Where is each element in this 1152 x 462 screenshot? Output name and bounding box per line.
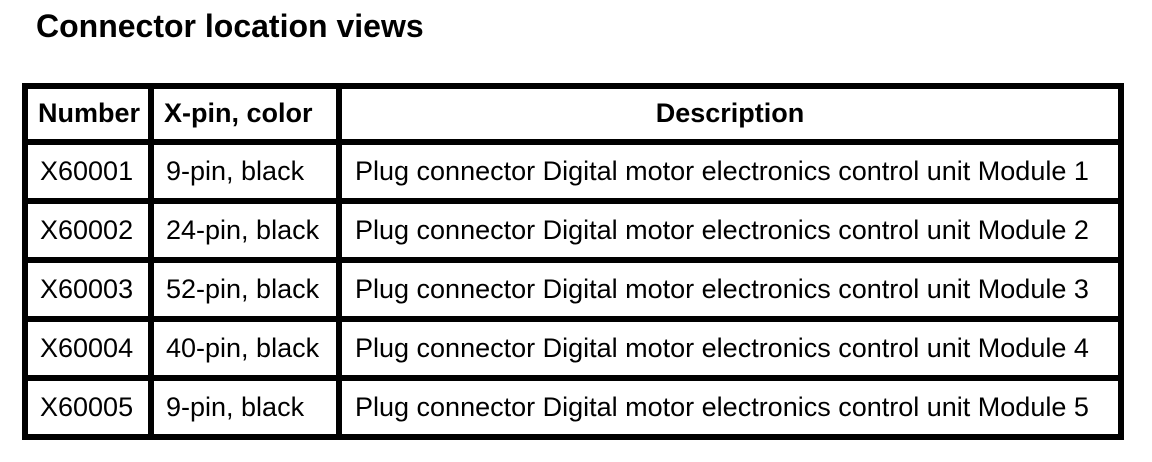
column-header-number: Number — [22, 83, 154, 145]
table-row: X60004 40-pin, black Plug connector Digi… — [22, 316, 1124, 381]
connector-location-table: Number X-pin, color Description X60001 9… — [22, 83, 1124, 440]
cell-number: X60005 — [22, 375, 154, 440]
column-header-pin-color: X-pin, color — [148, 83, 342, 145]
page-title: Connector location views — [36, 8, 424, 44]
cell-pin-color: 40-pin, black — [148, 316, 342, 381]
table-row: X60005 9-pin, black Plug connector Digit… — [22, 375, 1124, 440]
cell-description: Plug connector Digital motor electronics… — [336, 139, 1124, 204]
cell-number: X60002 — [22, 198, 154, 263]
cell-number: X60001 — [22, 139, 154, 204]
cell-number: X60004 — [22, 316, 154, 381]
table-row: X60001 9-pin, black Plug connector Digit… — [22, 139, 1124, 204]
cell-description: Plug connector Digital motor electronics… — [336, 375, 1124, 440]
table-header-row: Number X-pin, color Description — [22, 83, 1124, 145]
cell-description: Plug connector Digital motor electronics… — [336, 257, 1124, 322]
cell-description: Plug connector Digital motor electronics… — [336, 198, 1124, 263]
cell-pin-color: 24-pin, black — [148, 198, 342, 263]
cell-pin-color: 52-pin, black — [148, 257, 342, 322]
cell-description: Plug connector Digital motor electronics… — [336, 316, 1124, 381]
table-row: X60002 24-pin, black Plug connector Digi… — [22, 198, 1124, 263]
cell-pin-color: 9-pin, black — [148, 139, 342, 204]
column-header-description: Description — [336, 83, 1124, 145]
cell-pin-color: 9-pin, black — [148, 375, 342, 440]
table-row: X60003 52-pin, black Plug connector Digi… — [22, 257, 1124, 322]
cell-number: X60003 — [22, 257, 154, 322]
